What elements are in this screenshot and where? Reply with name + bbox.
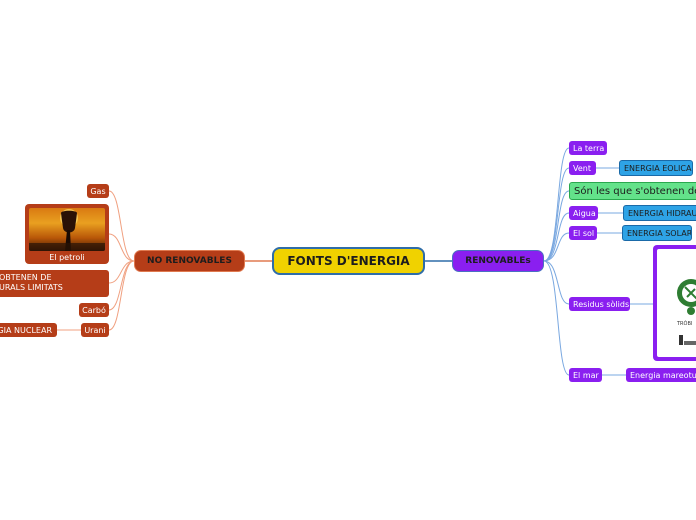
- definition-line-1: OBTENEN DE: [0, 273, 52, 282]
- node-gas[interactable]: Gas: [87, 184, 109, 198]
- node-energia-eolica[interactable]: ENERGIA EOLICA: [619, 160, 693, 176]
- connector-renov-residus: [543, 260, 570, 305]
- connector-norenov-urani: [108, 260, 135, 331]
- connector-renov-laterra: [543, 147, 570, 262]
- connector-renov-vent: [543, 167, 570, 262]
- connector-norenov-carbo: [108, 260, 135, 311]
- petroli-caption: El petroli: [49, 253, 85, 262]
- connector-renov-elmar: [543, 260, 570, 376]
- node-definition[interactable]: Són les que s'obtenen de fo: [569, 182, 696, 200]
- recycling-logo-image: TRÓBI: [657, 249, 696, 357]
- node-vent[interactable]: Vent: [569, 161, 596, 175]
- node-energia-solar[interactable]: ENERGIA SOLAR: [622, 225, 692, 241]
- node-el-petroli[interactable]: El petroli: [25, 204, 109, 264]
- recycling-logo-icon: [677, 279, 696, 345]
- node-energia-hidraulica[interactable]: ENERGIA HIDRAUL: [623, 205, 696, 221]
- node-energia-mareomotriu[interactable]: Energia mareotu: [626, 368, 696, 382]
- oil-barrel-image: [29, 208, 105, 251]
- node-energia-nuclear[interactable]: GIA NUCLEAR: [0, 323, 57, 337]
- branch-no-renovables[interactable]: NO RENOVABLES: [134, 250, 245, 272]
- connector-renov-aigua: [543, 212, 570, 262]
- connector-renov-elsol: [543, 232, 570, 262]
- connector-norenov-textbox: [108, 260, 135, 284]
- recycling-logo-caption: TRÓBI: [677, 321, 693, 327]
- node-aigua[interactable]: Aigua: [569, 206, 598, 220]
- node-el-sol[interactable]: El sol: [569, 226, 597, 240]
- node-urani[interactable]: Urani: [81, 323, 109, 337]
- central-topic[interactable]: FONTS D'ENERGIA: [272, 247, 425, 275]
- node-la-terra[interactable]: La terra: [569, 141, 607, 155]
- connector-norenov-petroli: [108, 233, 135, 262]
- branch-renovables[interactable]: RENOVABLEs: [452, 250, 544, 272]
- oil-drop-icon: [29, 209, 105, 251]
- node-definition-no-renovables[interactable]: OBTENEN DE URALS LIMITATS: [0, 270, 109, 297]
- node-residus-solids[interactable]: Residus sòlids: [569, 297, 630, 311]
- definition-line-2: URALS LIMITATS: [0, 283, 63, 292]
- node-carbo[interactable]: Carbó: [79, 303, 109, 317]
- residus-image-card[interactable]: TRÓBI: [653, 245, 696, 361]
- connector-norenov-gas: [108, 190, 135, 262]
- node-el-mar[interactable]: El mar: [569, 368, 602, 382]
